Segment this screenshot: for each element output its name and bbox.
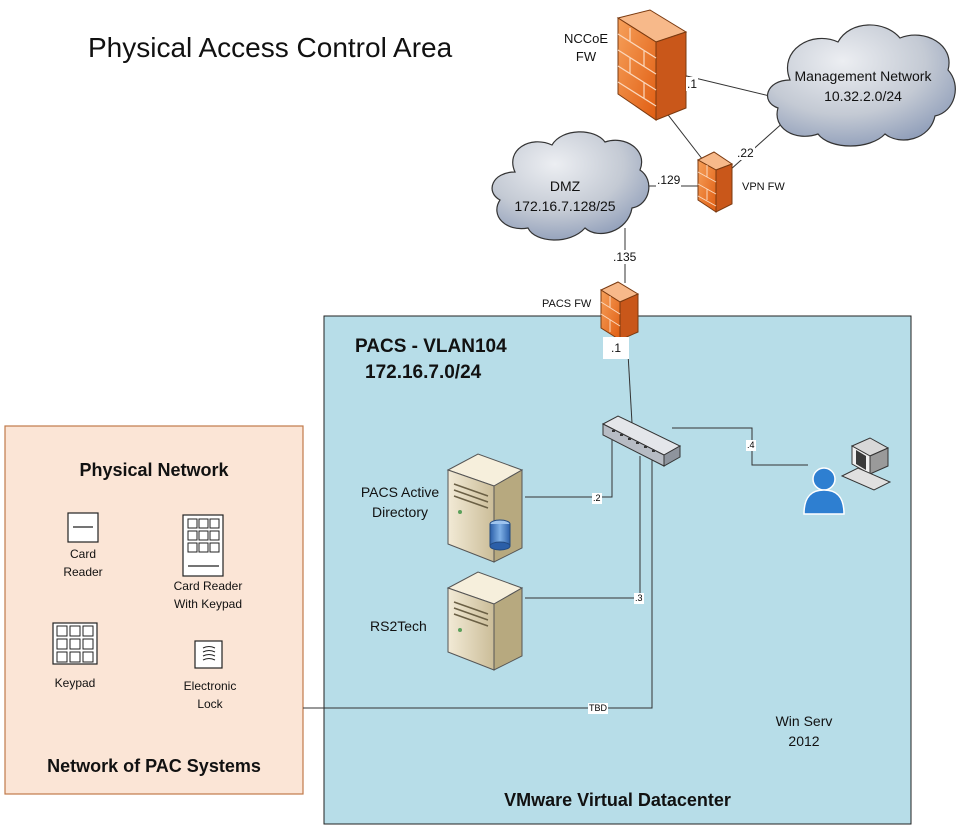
network-switch-icon — [601, 415, 682, 467]
nccoe-fw-label-line2: FW — [575, 49, 597, 64]
win-serv-line2: 2012 — [788, 733, 820, 749]
link-label-dmz-pacsfw: .135 — [612, 250, 638, 264]
link-label-vpn-dmz: .129 — [656, 173, 682, 187]
card-reader-keypad-label-line1: Card Reader — [173, 579, 243, 593]
datacenter-label: VMware Virtual Datacenter — [504, 790, 731, 810]
page-title: Physical Access Control Area — [88, 32, 453, 63]
vlan-subnet: 172.16.7.0/24 — [365, 362, 482, 383]
vpn-fw-label: VPN FW — [742, 181, 785, 193]
link-label-switch-physical: TBD — [588, 703, 608, 714]
electronic-lock-label-line1: Electronic — [183, 679, 237, 693]
vlan-label: PACS - VLAN104 172.16.7.0/24 — [355, 334, 507, 386]
ad-server-label: PACS Active Directory — [352, 482, 448, 522]
card-reader-keypad-label: Card Reader With Keypad — [158, 577, 258, 613]
ad-server-label-line1: PACS Active — [360, 484, 440, 500]
card-reader-label-line1: Card — [69, 547, 96, 561]
link-label-pacsfw-switch: .1 — [603, 337, 629, 359]
link-nccoe-mgmt — [669, 71, 779, 99]
keypad-label: Keypad — [54, 676, 96, 690]
card-reader-keypad-label-line2: With Keypad — [173, 597, 243, 611]
link-switch-ad — [525, 440, 613, 498]
electronic-lock-label: Electronic Lock — [168, 677, 252, 713]
vlan-name: PACS - VLAN104 — [355, 336, 507, 357]
user-icon — [803, 467, 845, 515]
physical-network-footer: Network of PAC Systems — [47, 756, 261, 776]
card-reader-label: Card Reader — [48, 545, 118, 581]
management-network-cloud — [767, 24, 956, 147]
vpn-firewall-icon — [696, 151, 734, 213]
physical-network-area — [4, 425, 304, 795]
management-network-subnet: 10.32.2.0/24 — [824, 88, 902, 104]
dmz-name: DMZ — [549, 178, 581, 194]
vlan-area — [323, 315, 912, 825]
link-label-switch-ws: .4 — [746, 440, 756, 451]
card-reader-keypad-icon — [182, 514, 224, 577]
management-network-name: Management Network — [794, 68, 932, 84]
nccoe-fw-label-line1: NCCoE — [563, 31, 609, 46]
link-switch-physical — [303, 460, 653, 709]
pacs-fw-label: PACS FW — [542, 298, 592, 310]
dmz-subnet: 172.16.7.128/25 — [514, 198, 616, 214]
dmz-label: DMZ 172.16.7.128/25 — [490, 176, 640, 216]
link-label-vpn-mgmt: .22 — [736, 146, 755, 160]
keypad-icon — [52, 622, 98, 665]
rs2tech-server-icon — [446, 571, 524, 671]
dmz-cloud — [491, 131, 650, 241]
card-reader-icon — [67, 512, 99, 543]
rs2tech-server-label: RS2Tech — [370, 618, 427, 634]
ad-server-label-line2: Directory — [371, 504, 428, 520]
ad-server-icon — [446, 453, 524, 563]
link-label-nccoe-mgmt: .1 — [686, 77, 699, 91]
nccoe-firewall-icon — [616, 9, 688, 121]
link-vpn-mgmt — [729, 119, 787, 171]
win-serv-label: Win Serv 2012 — [754, 711, 854, 751]
link-label-switch-ad: .2 — [592, 493, 602, 504]
win-serv-line1: Win Serv — [775, 713, 833, 729]
pacs-firewall-icon — [599, 281, 640, 341]
electronic-lock-label-line2: Lock — [197, 697, 223, 711]
workstation-icon — [840, 437, 892, 491]
nccoe-fw-label: NCCoE FW — [556, 30, 616, 66]
card-reader-label-line2: Reader — [63, 565, 103, 579]
physical-network-title: Physical Network — [79, 460, 229, 480]
electronic-lock-icon — [194, 640, 223, 669]
link-label-switch-rs2: .3 — [634, 593, 644, 604]
management-network-label: Management Network 10.32.2.0/24 — [768, 66, 958, 106]
